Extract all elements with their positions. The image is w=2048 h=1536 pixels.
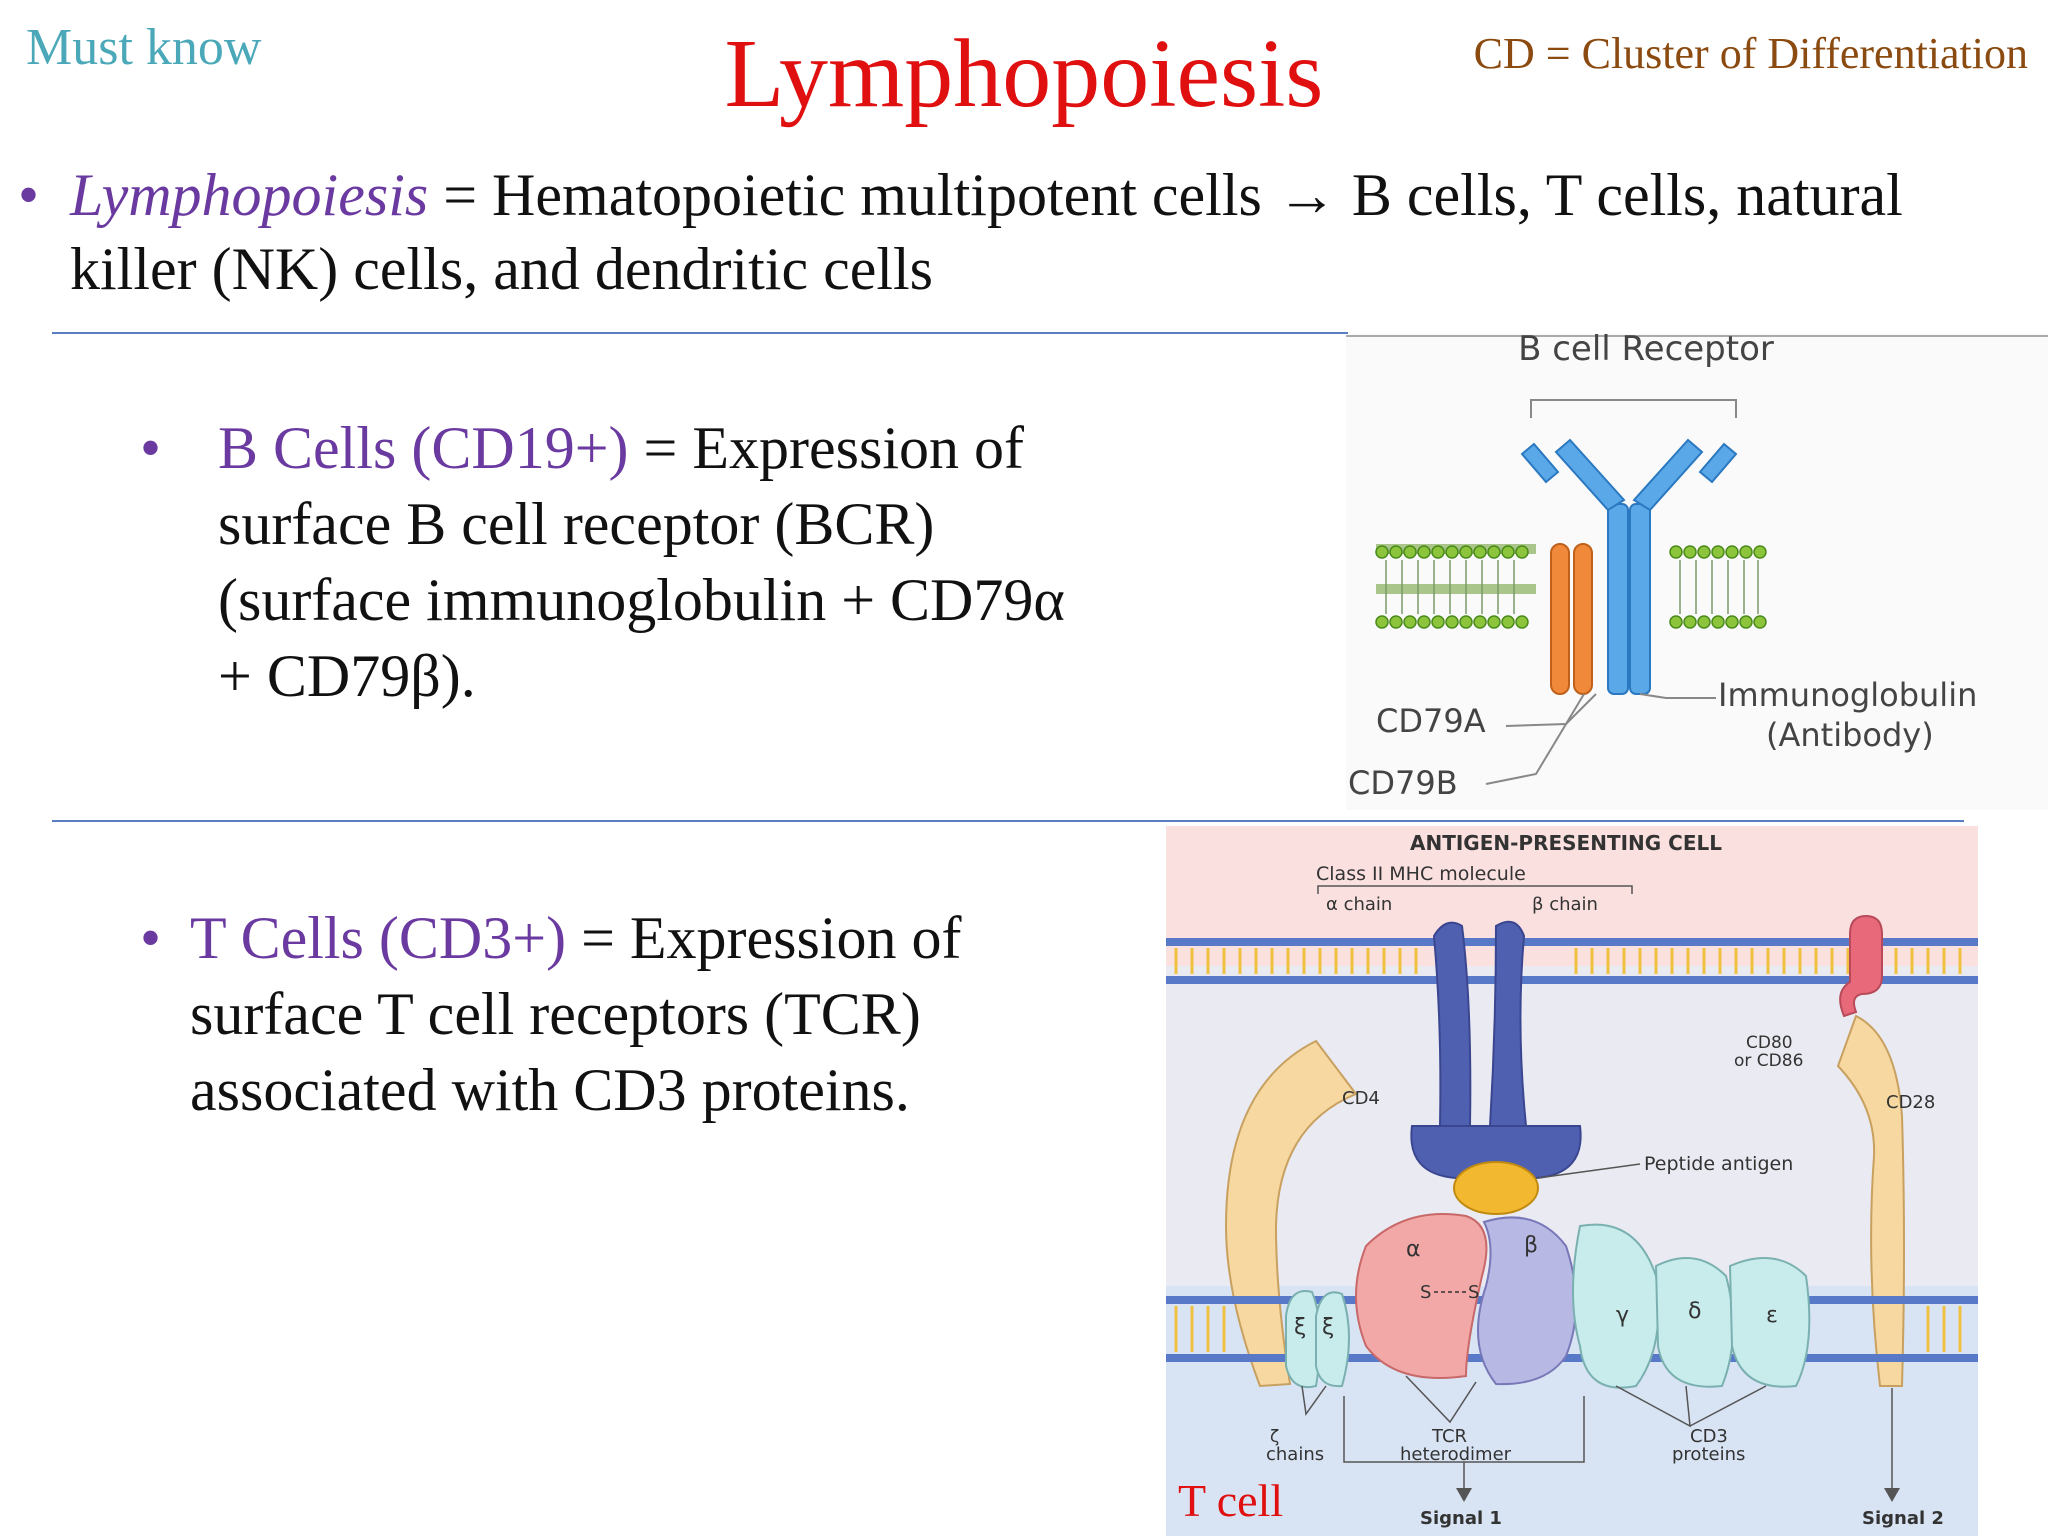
cd80-cd86 — [1839, 914, 1883, 1018]
signal-arrows — [1456, 1488, 1900, 1502]
apc-membrane — [1166, 938, 1978, 984]
tcr-diagram: ANTIGEN-PRESENTING CELL Class II MHC mol… — [1166, 826, 1978, 1536]
cd-definition-note: CD = Cluster of Differentiation — [1473, 29, 2028, 78]
bullet-marker: • — [18, 162, 40, 228]
xi-1: ξ — [1294, 1315, 1306, 1340]
beta-chain-label: β chain — [1532, 894, 1598, 915]
t-cell-label: T cell — [1178, 1475, 1283, 1526]
heterodimer-label: heterodimer — [1400, 1444, 1512, 1465]
membrane-right — [1669, 545, 1767, 629]
b-cells-description: = Expression of surface B cell receptor … — [218, 415, 1065, 709]
disulfide-left: S — [1420, 1282, 1431, 1303]
cd3-epsilon: ε — [1766, 1303, 1778, 1328]
slide-title: Lymphopoiesis — [724, 20, 1324, 128]
mhc-molecule — [1410, 920, 1582, 1179]
cd3-proteins — [1572, 1223, 1811, 1389]
bullet-marker: • — [140, 905, 162, 971]
b-cells-label: B Cells (CD19+) — [218, 415, 629, 481]
cd4-label: CD4 — [1342, 1088, 1380, 1109]
intro-text: Lymphopoiesis = Hematopoietic multipoten… — [70, 158, 2028, 306]
bcr-title: B cell Receptor — [1518, 334, 1774, 369]
antibody-label: (Antibody) — [1766, 716, 1934, 754]
leader-lines — [1301, 1375, 1893, 1490]
chains-label: chains — [1266, 1444, 1324, 1465]
apc-label: ANTIGEN-PRESENTING CELL — [1410, 831, 1722, 855]
cd28-molecule — [1836, 1014, 1905, 1387]
immunoglobulin-label: Immunoglobulin — [1718, 676, 1977, 714]
xi-2: ξ — [1322, 1315, 1334, 1340]
tcr-beta: β — [1524, 1233, 1538, 1258]
divider-top — [52, 332, 1348, 334]
intro-bullet: • Lymphopoiesis = Hematopoietic multipot… — [18, 158, 2028, 306]
disulfide-right: S — [1468, 1282, 1479, 1303]
cd3-delta: δ — [1688, 1299, 1701, 1324]
cd3-gamma: γ — [1616, 1303, 1629, 1328]
immunoglobulin — [1520, 438, 1738, 695]
divider-middle — [52, 820, 1964, 822]
b-cells-text: B Cells (CD19+) = Expression of surface … — [218, 410, 1100, 714]
tcr-heterodimer — [1355, 1213, 1577, 1386]
tcr-label: TCR — [1431, 1426, 1467, 1447]
cd79a-label: CD79A — [1376, 702, 1486, 740]
cd80-label: CD80 — [1746, 1033, 1793, 1053]
tcr-alpha: α — [1406, 1237, 1421, 1262]
b-cells-bullet: • B Cells (CD19+) = Expression of surfac… — [140, 410, 1100, 714]
intro-definition: = Hematopoietic multipotent cells → B ce… — [70, 162, 1903, 302]
zeta-chains — [1285, 1290, 1350, 1388]
bullet-marker: • — [140, 415, 162, 481]
membrane-left — [1375, 544, 1536, 629]
cd28-label: CD28 — [1886, 1092, 1935, 1113]
cd3-label: CD3 — [1690, 1426, 1728, 1447]
peptide-antigen — [1453, 1161, 1539, 1215]
t-cells-label: T Cells (CD3+) — [190, 905, 567, 971]
signal-1-label: Signal 1 — [1420, 1508, 1502, 1529]
peptide-label: Peptide antigen — [1644, 1153, 1793, 1175]
proteins-label: proteins — [1672, 1444, 1745, 1465]
must-know-label: Must know — [26, 19, 262, 76]
mhc-label: Class II MHC molecule — [1316, 863, 1526, 885]
t-cells-text: T Cells (CD3+) = Expression of surface T… — [190, 900, 1040, 1128]
cd86-label: or CD86 — [1734, 1051, 1803, 1071]
cd79b-label: CD79B — [1348, 764, 1458, 802]
alpha-chain-label: α chain — [1326, 894, 1392, 915]
t-cells-bullet: • T Cells (CD3+) = Expression of surface… — [140, 900, 1040, 1128]
signal-2-label: Signal 2 — [1862, 1508, 1944, 1529]
cd79-chains — [1550, 543, 1593, 695]
bcr-diagram: B cell Receptor CD79A CD79B — [1346, 334, 2048, 810]
intro-term: Lymphopoiesis — [70, 162, 429, 228]
zeta-symbol: ζ — [1270, 1427, 1279, 1447]
t-cells-description: = Expression of surface T cell receptors… — [190, 905, 962, 1123]
